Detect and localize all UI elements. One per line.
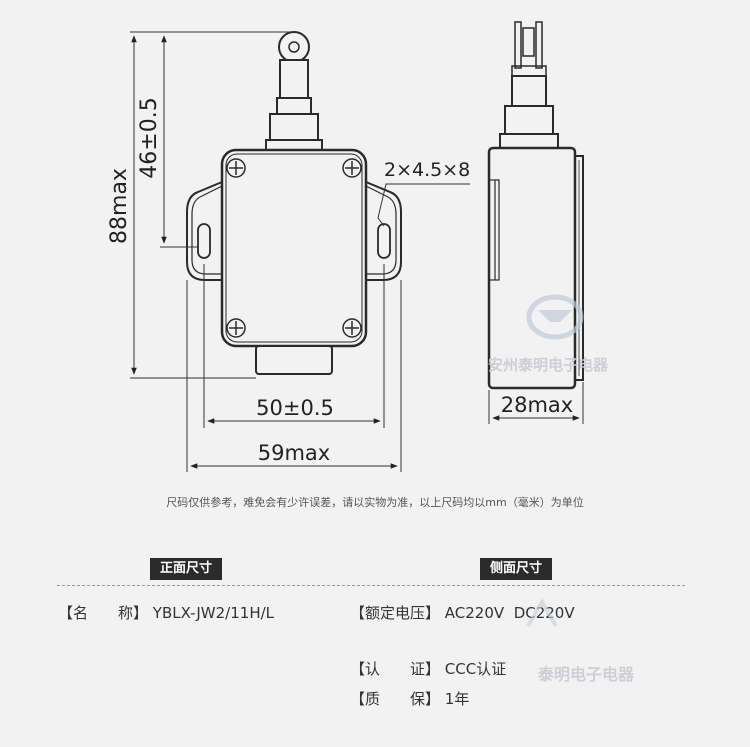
spec-name: 【名 称】 YBLX-JW2/11H/L: [58, 602, 274, 623]
dimension-labels: 88max 46±0.5 2×4.5×8 50±0.5 59max 28max: [107, 97, 573, 465]
dim-mount-spacing: 50±0.5: [256, 396, 334, 420]
side-view: [487, 21, 584, 390]
spec-name-label: 【名 称】: [58, 604, 149, 622]
spec-warranty-value: 1年: [444, 690, 470, 708]
spec-cert-value: CCC认证: [444, 660, 507, 678]
spec-voltage-value: AC220V DC220V: [444, 604, 575, 622]
spec-voltage: 【额定电压】 AC220V DC220V: [350, 602, 575, 623]
spec-warranty: 【质 保】 1年: [350, 688, 469, 709]
dim-height-total: 88max: [107, 168, 132, 244]
dim-hole-spec: 2×4.5×8: [384, 159, 470, 181]
dim-depth-total: 28max: [501, 393, 573, 417]
watermark-logo-icon: [526, 294, 584, 340]
section-tag-front: 正面尺寸: [150, 558, 223, 580]
section-tag-side: 侧面尺寸: [480, 558, 553, 580]
dimension-lines: [130, 31, 584, 472]
spec-warranty-label: 【质 保】: [350, 690, 441, 708]
measurement-note: 尺码仅供参考，难免会有少许误差，请以实物为准，以上尺码均以mm（毫米）为单位: [166, 496, 584, 509]
spec-name-value: YBLX-JW2/11H/L: [152, 604, 275, 622]
watermark-text: 安州泰明电子电器: [488, 356, 609, 374]
dim-roller-height: 46±0.5: [137, 97, 162, 178]
dim-width-total: 59max: [258, 441, 330, 465]
watermark-text-2: 泰明电子电器: [538, 665, 635, 684]
spec-cert-label: 【认 证】: [350, 660, 441, 678]
watermark-logo-icon-2: [526, 598, 558, 628]
spec-voltage-label: 【额定电压】: [350, 604, 441, 622]
spec-cert: 【认 证】 CCC认证: [350, 658, 506, 679]
technical-drawing: 88max 46±0.5 2×4.5×8 50±0.5 59max 28max: [107, 21, 584, 472]
section-divider: [57, 585, 685, 586]
front-view: [186, 31, 402, 375]
